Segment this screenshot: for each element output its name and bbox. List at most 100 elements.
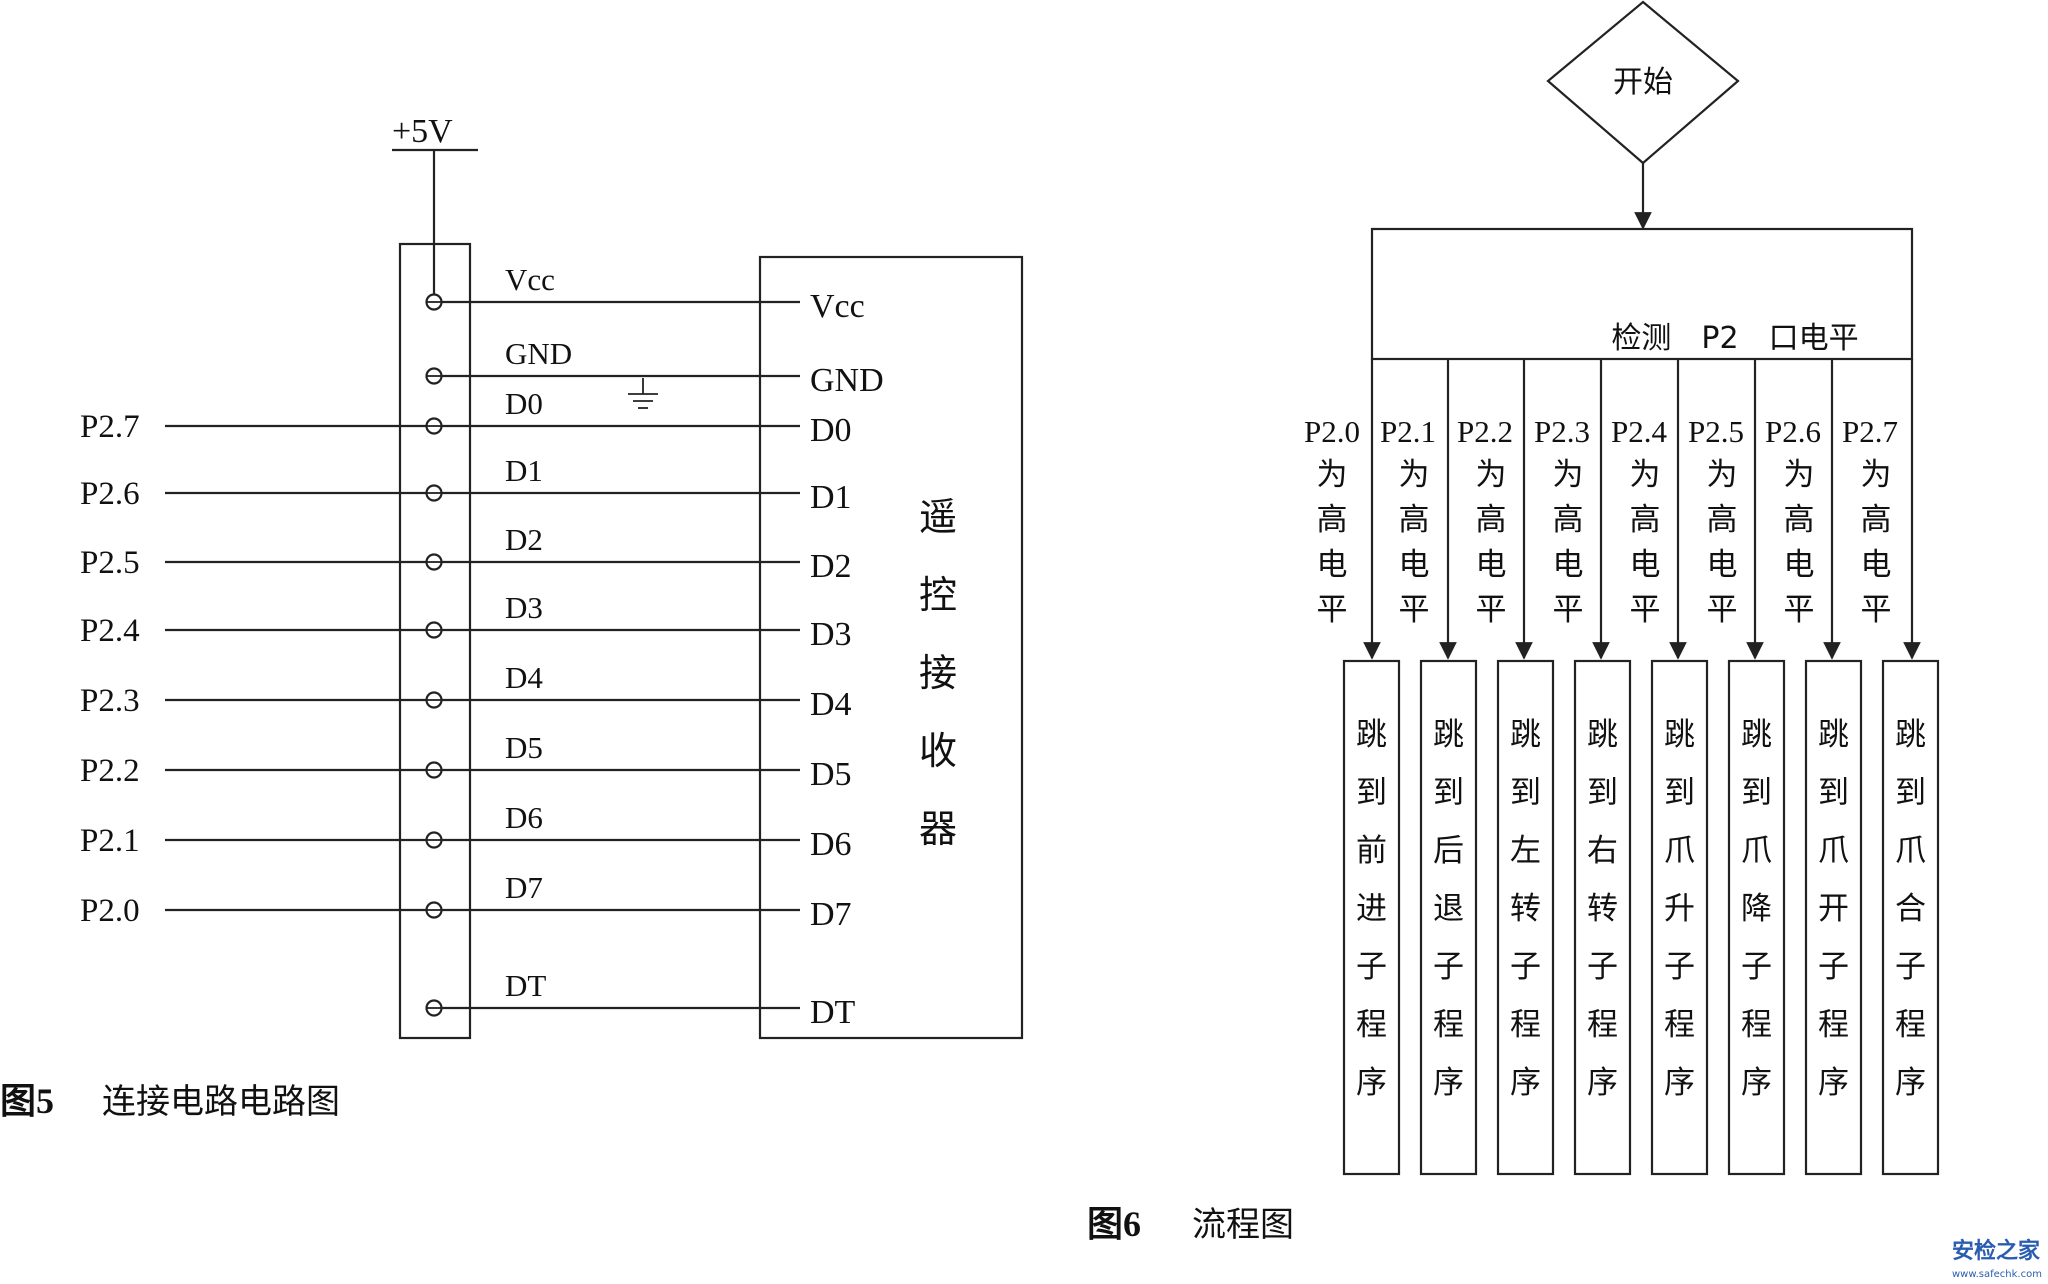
action-char: 跳 xyxy=(1741,717,1772,753)
receiver-pin-label: D6 xyxy=(810,826,852,863)
action-char: 爪 xyxy=(1895,833,1926,869)
action-char: 到 xyxy=(1587,775,1618,811)
receiver-pin-label: Vcc xyxy=(810,288,865,325)
action-char: 序 xyxy=(1587,1065,1618,1101)
action-char: 转 xyxy=(1587,891,1618,927)
receiver-name-char: 收 xyxy=(919,729,957,773)
action-char: 跳 xyxy=(1587,717,1618,753)
action-char: 序 xyxy=(1818,1065,1849,1101)
receiver-name-char: 控 xyxy=(919,573,957,617)
action-char: 前 xyxy=(1356,833,1387,869)
branch-port-label: P2.0 xyxy=(1304,414,1360,449)
action-char: 序 xyxy=(1356,1065,1387,1101)
branch-port-label: P2.6 xyxy=(1765,414,1821,449)
port-labels: P2.7P2.6P2.5P2.4P2.3P2.2P2.1P2.0 xyxy=(80,409,140,929)
connector-label: Vcc xyxy=(505,262,555,297)
signal-wires xyxy=(165,293,800,1017)
action-char: 程 xyxy=(1741,1007,1772,1043)
receiver-name-char: 器 xyxy=(919,807,957,851)
action-char: 左 xyxy=(1510,833,1541,869)
action-box xyxy=(1342,659,1401,1176)
branch-condition-char: 为 xyxy=(1317,457,1348,493)
action-char: 子 xyxy=(1818,949,1849,985)
action-char: 爪 xyxy=(1818,833,1849,869)
branch-condition-char: 电 xyxy=(1317,547,1348,583)
action-char: 爪 xyxy=(1664,833,1695,869)
action-box xyxy=(1727,659,1786,1176)
receiver-name-char: 接 xyxy=(919,651,957,695)
fig6-number: 图6 xyxy=(1087,1204,1141,1244)
receiver-name-char: 遥 xyxy=(919,495,957,539)
action-char: 子 xyxy=(1895,949,1926,985)
branch-condition-char: 平 xyxy=(1707,592,1738,628)
fig5-caption: 连接电路电路图 xyxy=(102,1082,340,1122)
connector-label: D4 xyxy=(505,660,543,695)
action-char: 程 xyxy=(1895,1007,1926,1043)
branch-condition-char: 为 xyxy=(1861,457,1892,493)
receiver-pin-label: D4 xyxy=(810,686,852,723)
port-label: P2.2 xyxy=(80,753,140,789)
action-char: 降 xyxy=(1741,891,1772,927)
action-char: 到 xyxy=(1895,775,1926,811)
branch-condition-char: 电 xyxy=(1784,547,1815,583)
branch-condition-char: 电 xyxy=(1630,547,1661,583)
port-label: P2.1 xyxy=(80,823,140,859)
fig6-caption: 流程图 xyxy=(1192,1205,1294,1245)
action-char: 子 xyxy=(1741,949,1772,985)
branch-condition-char: 为 xyxy=(1399,457,1430,493)
action-char: 程 xyxy=(1510,1007,1541,1043)
action-char: 跳 xyxy=(1895,717,1926,753)
receiver-box xyxy=(758,255,1024,1040)
action-char: 跳 xyxy=(1356,717,1387,753)
receiver-pin-label: D7 xyxy=(810,896,852,933)
connector-label: D7 xyxy=(505,870,543,905)
action-char: 到 xyxy=(1510,775,1541,811)
branch-condition-char: 为 xyxy=(1784,457,1815,493)
branch-condition-char: 为 xyxy=(1553,457,1584,493)
action-char: 右 xyxy=(1587,833,1618,869)
receiver-pin-label: D2 xyxy=(810,548,852,585)
action-char: 序 xyxy=(1664,1065,1695,1101)
branch-condition-char: 平 xyxy=(1317,592,1348,628)
branch-condition-char: 平 xyxy=(1630,592,1661,628)
action-char: 子 xyxy=(1433,949,1464,985)
action-char: 跳 xyxy=(1433,717,1464,753)
action-char: 序 xyxy=(1741,1065,1772,1101)
branch-condition-char: 电 xyxy=(1861,547,1892,583)
action-char: 进 xyxy=(1356,891,1387,927)
action-char: 程 xyxy=(1433,1007,1464,1043)
action-char: 退 xyxy=(1433,891,1464,927)
receiver-pin-label: DT xyxy=(810,994,856,1031)
port-label: P2.0 xyxy=(80,893,140,929)
branch-condition-char: 高 xyxy=(1553,502,1584,538)
fig5-number: 图5 xyxy=(0,1081,54,1121)
port-label: P2.5 xyxy=(80,545,140,581)
connector-label: D2 xyxy=(505,522,543,557)
detect-label: 检测 P2 口电平 xyxy=(1611,321,1858,356)
action-char: 跳 xyxy=(1818,717,1849,753)
action-char: 合 xyxy=(1895,891,1926,927)
receiver-pin-label: D5 xyxy=(810,756,852,793)
branch-port-label: P2.5 xyxy=(1688,414,1744,449)
ground-symbol xyxy=(628,378,658,409)
action-char: 后 xyxy=(1433,833,1464,869)
branch-condition-char: 电 xyxy=(1707,547,1738,583)
action-box xyxy=(1496,659,1555,1176)
connector-label: D0 xyxy=(505,386,543,421)
branch-condition-char: 电 xyxy=(1553,547,1584,583)
connector-label: D1 xyxy=(505,453,543,488)
action-char: 到 xyxy=(1356,775,1387,811)
supply-label: +5V xyxy=(392,113,453,150)
branch-condition-char: 为 xyxy=(1707,457,1738,493)
action-char: 序 xyxy=(1510,1065,1541,1101)
action-char: 序 xyxy=(1433,1065,1464,1101)
branch-port-label: P2.1 xyxy=(1380,414,1436,449)
connector-label: D3 xyxy=(505,590,543,625)
connector-label: D6 xyxy=(505,800,543,835)
action-box xyxy=(1573,659,1632,1176)
branch-condition-char: 平 xyxy=(1861,592,1892,628)
branch-port-label: P2.3 xyxy=(1534,414,1590,449)
connector-label: GND xyxy=(505,336,572,371)
